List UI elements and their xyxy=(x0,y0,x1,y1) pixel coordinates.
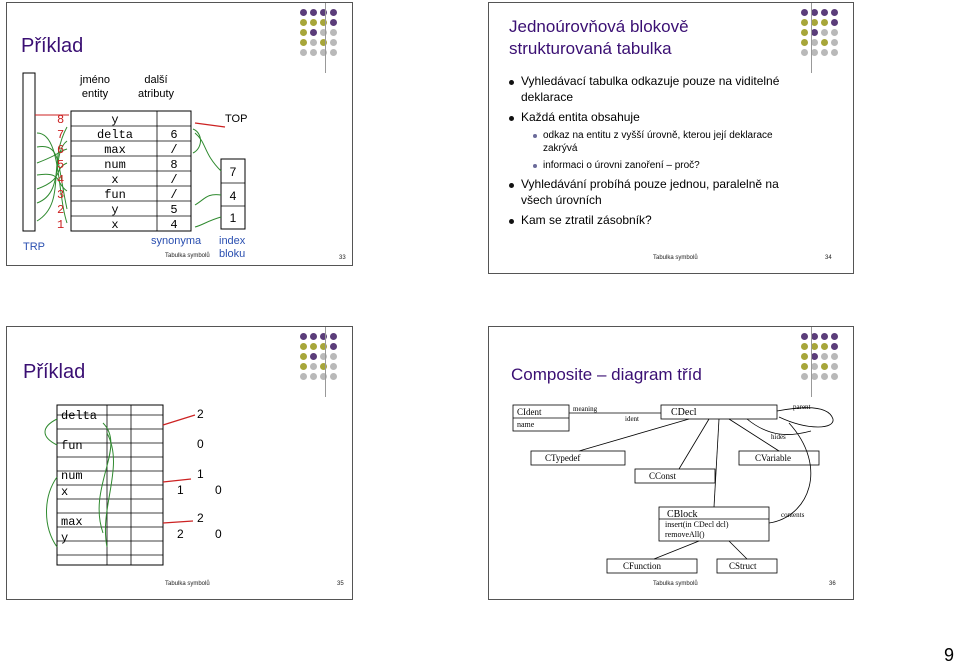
block-label: 1 xyxy=(177,483,184,497)
block-label: 0 xyxy=(197,437,204,451)
decor-dots xyxy=(801,9,845,56)
class-label: CStruct xyxy=(729,561,757,571)
col-header-name: jméno entity xyxy=(80,74,110,100)
edge-label: meaning xyxy=(573,405,598,413)
row-attr: / xyxy=(170,188,178,202)
row-name: y xyxy=(111,203,119,217)
edge-label: contents xyxy=(781,511,805,519)
block-label: 2 xyxy=(197,407,204,421)
class-label: CBlock xyxy=(667,509,698,520)
class-label: insert(in CDecl dcl) xyxy=(665,520,729,529)
row-name: y xyxy=(111,113,119,127)
row-attr: 5 xyxy=(170,203,178,217)
slide-title: Composite – diagram tříd xyxy=(511,365,702,384)
table-cell: y xyxy=(61,531,69,545)
slide-36: Composite – diagram tříd CIdent name CDecl… xyxy=(488,326,854,600)
edge-label: hides xyxy=(771,433,786,441)
class-label: CVariable xyxy=(755,453,791,463)
row-number: 4 xyxy=(57,173,65,187)
slide-footer: Tabulka symbolů xyxy=(165,581,210,587)
edge-label: ident xyxy=(625,415,639,423)
row-name: max xyxy=(104,143,126,157)
symbol-table xyxy=(22,72,246,232)
block-label: 0 xyxy=(215,527,222,541)
row-name: x xyxy=(111,173,119,187)
slide-title: Příklad xyxy=(21,35,84,57)
slide-title-line1: Jednoúrovňová blokově xyxy=(509,17,689,36)
row-name: delta xyxy=(96,128,133,142)
class-label: CDecl xyxy=(671,407,697,418)
bullet-item: informaci o úrovni zanoření – proč? xyxy=(509,159,809,172)
table-cell: num xyxy=(61,469,83,483)
table-cell: x xyxy=(61,485,69,499)
slide-34: Jednoúrovňová blokově strukturovaná tabu… xyxy=(488,2,854,274)
block-label: 2 xyxy=(177,527,184,541)
row-number: 1 xyxy=(57,218,65,232)
table-cell: max xyxy=(61,515,83,529)
bullet-item: Každá entita obsahuje xyxy=(509,109,809,125)
row-name: fun xyxy=(104,188,126,202)
index-label-2: bloku xyxy=(219,248,246,260)
slide-33: Příklad jméno entity další atributy 8 y 7 d… xyxy=(6,2,353,266)
bullet-item: Kam se ztratil zásobník? xyxy=(509,212,809,228)
row-number: 2 xyxy=(57,203,65,217)
class-label: CConst xyxy=(649,471,677,481)
block-label: 2 xyxy=(197,511,204,525)
row-attr: 8 xyxy=(170,158,178,172)
row-attr: 6 xyxy=(170,128,178,142)
slide-number: 33 xyxy=(339,255,346,261)
block-label: 1 xyxy=(197,467,204,481)
col-header-attr: další atributy xyxy=(137,74,175,100)
bullet-item: Vyhledávací tabulka odkazuje pouze na vi… xyxy=(509,73,809,105)
row-name: x xyxy=(111,218,119,232)
class-label: CIdent xyxy=(517,407,542,417)
block-table-diagram xyxy=(44,404,196,566)
row-number: 7 xyxy=(57,128,65,142)
row-attr: 4 xyxy=(170,218,178,232)
stack-val-1: 4 xyxy=(229,189,237,203)
bullet-item: odkaz na entitu z vyšší úrovně, kterou j… xyxy=(509,129,809,155)
decor-dots xyxy=(801,333,845,380)
slide-footer: Tabulka symbolů xyxy=(165,253,210,259)
top-label: TOP xyxy=(225,113,248,125)
slide-footer: Tabulka symbolů xyxy=(653,581,698,587)
class-label: name xyxy=(517,420,535,429)
class-label: CFunction xyxy=(623,561,662,571)
slide-title-line2: strukturovaná tabulka xyxy=(509,39,672,58)
slide-title: Příklad xyxy=(23,361,86,383)
row-name: num xyxy=(104,158,126,172)
decor-dots xyxy=(300,9,344,56)
stack-val-0: 7 xyxy=(229,165,237,179)
synonyma-label: synonyma xyxy=(151,235,202,247)
class-label: removeAll() xyxy=(665,530,705,539)
row-number: 3 xyxy=(57,188,65,202)
row-number: 5 xyxy=(57,158,65,172)
slide-number: 35 xyxy=(337,581,344,587)
slide-number: 34 xyxy=(825,255,832,261)
row-attr: / xyxy=(170,143,178,157)
row-number: 6 xyxy=(57,143,65,157)
class-diagram xyxy=(512,404,834,574)
stack-val-2: 1 xyxy=(229,211,237,225)
slide-number: 36 xyxy=(829,581,836,587)
class-label: CTypedef xyxy=(545,453,581,463)
slide-footer: Tabulka symbolů xyxy=(653,255,698,261)
decor-dots xyxy=(300,333,344,380)
bullet-item: Vyhledávání probíhá pouze jednou, parale… xyxy=(509,176,809,208)
index-label-1: index xyxy=(219,235,246,247)
page-number: 9 xyxy=(943,645,954,665)
block-label: 0 xyxy=(215,483,222,497)
row-attr: / xyxy=(170,173,178,187)
trp-label: TRP xyxy=(23,241,45,253)
table-cell: delta xyxy=(61,409,98,423)
table-cell: fun xyxy=(61,439,83,453)
bullet-list: Vyhledávací tabulka odkazuje pouze na vi… xyxy=(509,73,809,232)
row-number: 8 xyxy=(57,113,65,127)
edge-label: parent xyxy=(793,403,811,411)
